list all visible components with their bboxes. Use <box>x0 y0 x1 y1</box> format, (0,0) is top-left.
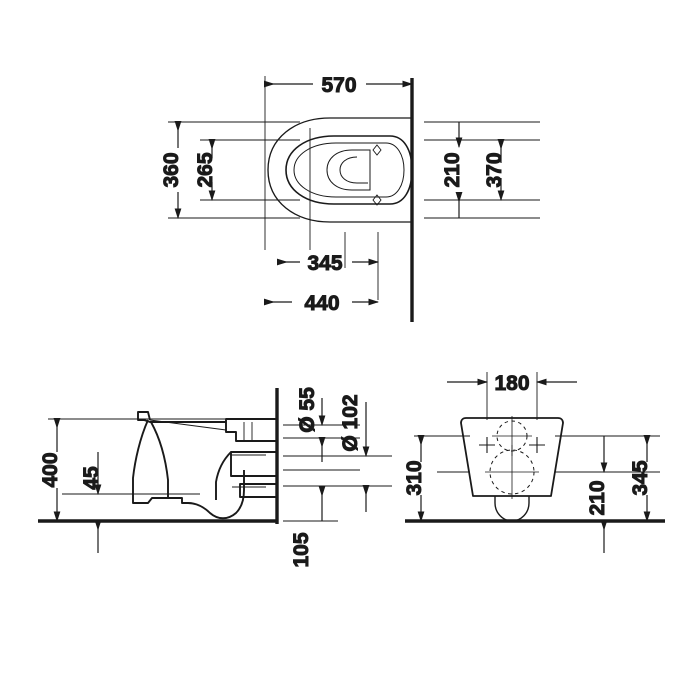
dimension-45-label: 45 <box>80 466 103 490</box>
toilet-side-thin-lines <box>149 419 266 488</box>
dimension-345-front-label: 345 <box>629 460 652 495</box>
dimension-210-front-label: 210 <box>586 480 609 515</box>
toilet-front-outline <box>460 417 564 497</box>
fixing-bolt-marks-front <box>479 437 545 453</box>
outlet-centerline-front <box>485 445 539 499</box>
toilet-rim-detail <box>326 149 371 191</box>
dimension-55-label: Ø 55 <box>296 387 319 433</box>
dimension-570-label: 570 <box>321 74 356 97</box>
toilet-seat-ring-inner <box>293 142 405 198</box>
dimension-360-label: 360 <box>160 152 183 187</box>
dimension-210-top: 210 <box>441 122 465 218</box>
dimension-570: 570 <box>263 74 414 98</box>
dimension-310: 310 <box>403 434 427 523</box>
dimension-440-label: 440 <box>304 292 339 315</box>
dimension-440: 440 <box>263 292 380 316</box>
dimension-102-label: Ø 102 <box>339 394 362 451</box>
dimension-345-top: 345 <box>276 252 380 276</box>
fixing-hole-marks-top <box>372 144 382 206</box>
toilet-outlet-bulge <box>494 496 530 522</box>
side-view-group: 400 45 Ø 55 Ø 102 <box>38 386 392 568</box>
dimension-102: Ø 102 <box>339 394 370 512</box>
dimension-360: 360 <box>160 120 184 220</box>
dimension-370-label: 370 <box>483 152 506 187</box>
dimension-180: 180 <box>447 372 577 396</box>
dimension-105: 105 <box>290 485 326 568</box>
dimension-210-front: 210 <box>586 436 610 553</box>
dimension-310-label: 310 <box>403 460 426 495</box>
dimension-55: Ø 55 <box>296 386 326 462</box>
toilet-rim-detail-inner <box>339 156 368 184</box>
dimension-345-top-label: 345 <box>307 252 342 275</box>
toilet-side-profile <box>132 411 277 520</box>
top-view-group: 570 360 265 210 <box>160 74 540 322</box>
dimension-265: 265 <box>194 138 218 202</box>
dimension-45: 45 <box>80 452 104 553</box>
dimension-105-label: 105 <box>290 532 313 567</box>
dimension-180-label: 180 <box>494 372 529 395</box>
dimension-265-label: 265 <box>194 152 217 187</box>
dimension-400-label: 400 <box>39 452 62 487</box>
extension-lines-front <box>414 372 660 473</box>
front-view-group: 180 310 210 345 <box>403 372 665 553</box>
dimension-370: 370 <box>483 138 507 202</box>
dimension-400: 400 <box>39 417 63 523</box>
dimension-345-front: 345 <box>629 434 653 523</box>
dimension-210-top-label: 210 <box>441 152 464 187</box>
toilet-seat-ring-outer <box>285 135 413 205</box>
toilet-plan-outline <box>267 117 412 223</box>
